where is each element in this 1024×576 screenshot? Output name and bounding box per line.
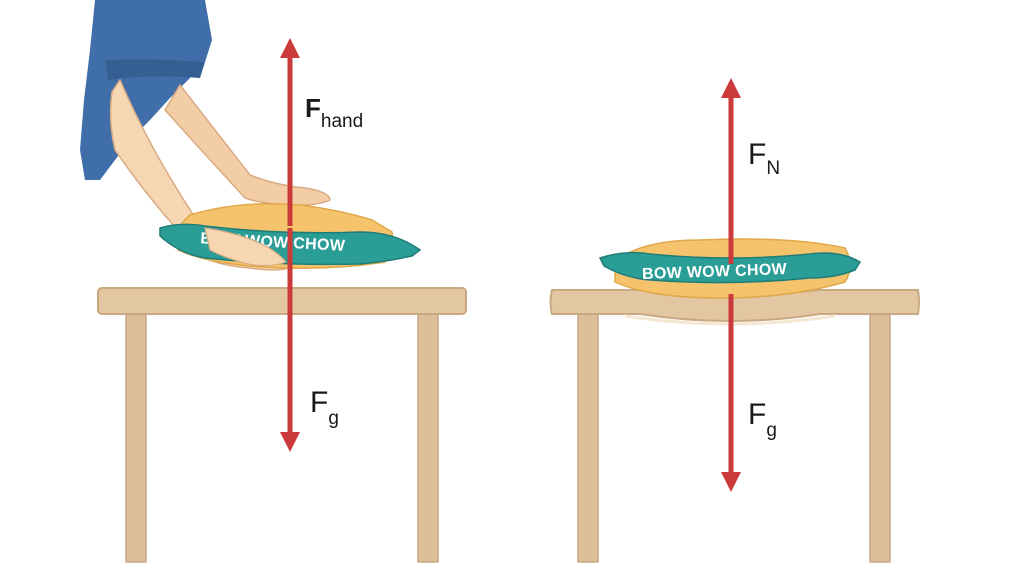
- f-g-left-symbol: F: [310, 386, 328, 419]
- right-table: [549, 289, 920, 563]
- f-hand-label: Fhand: [305, 93, 363, 132]
- right-bag-band: [598, 251, 862, 284]
- f-n-label: FN: [748, 138, 780, 179]
- f-hand-symbol: F: [305, 93, 321, 123]
- left-table-leg-right: [417, 309, 439, 563]
- right-bag-label: BOW WOW CHOW: [642, 261, 788, 283]
- hand-over-bag: [204, 227, 288, 267]
- f-g-label-right: Fg: [748, 398, 777, 441]
- f-g-label-left: Fg: [310, 386, 339, 429]
- right-table-leg-left: [577, 309, 599, 563]
- f-g-right-symbol: F: [748, 398, 766, 431]
- back-arm: [164, 83, 331, 206]
- right-table-leg-right: [869, 309, 891, 563]
- right-bag: BOW WOW CHOW: [598, 238, 862, 299]
- f-g-right-subscript: g: [766, 420, 777, 441]
- f-g-left-subscript: g: [328, 408, 339, 429]
- f-n-subscript: N: [766, 158, 780, 179]
- left-table-top: [97, 287, 467, 315]
- f-hand-subscript: hand: [321, 111, 363, 132]
- left-table-leg-left: [125, 309, 147, 563]
- left-table: [97, 287, 467, 563]
- shirt-sleeve-fold: [105, 59, 205, 80]
- left-panel: BOW WOW CHOW Fhand Fg: [80, 0, 467, 563]
- f-n-symbol: F: [748, 138, 766, 171]
- right-panel: BOW WOW CHOW FN Fg: [549, 78, 920, 563]
